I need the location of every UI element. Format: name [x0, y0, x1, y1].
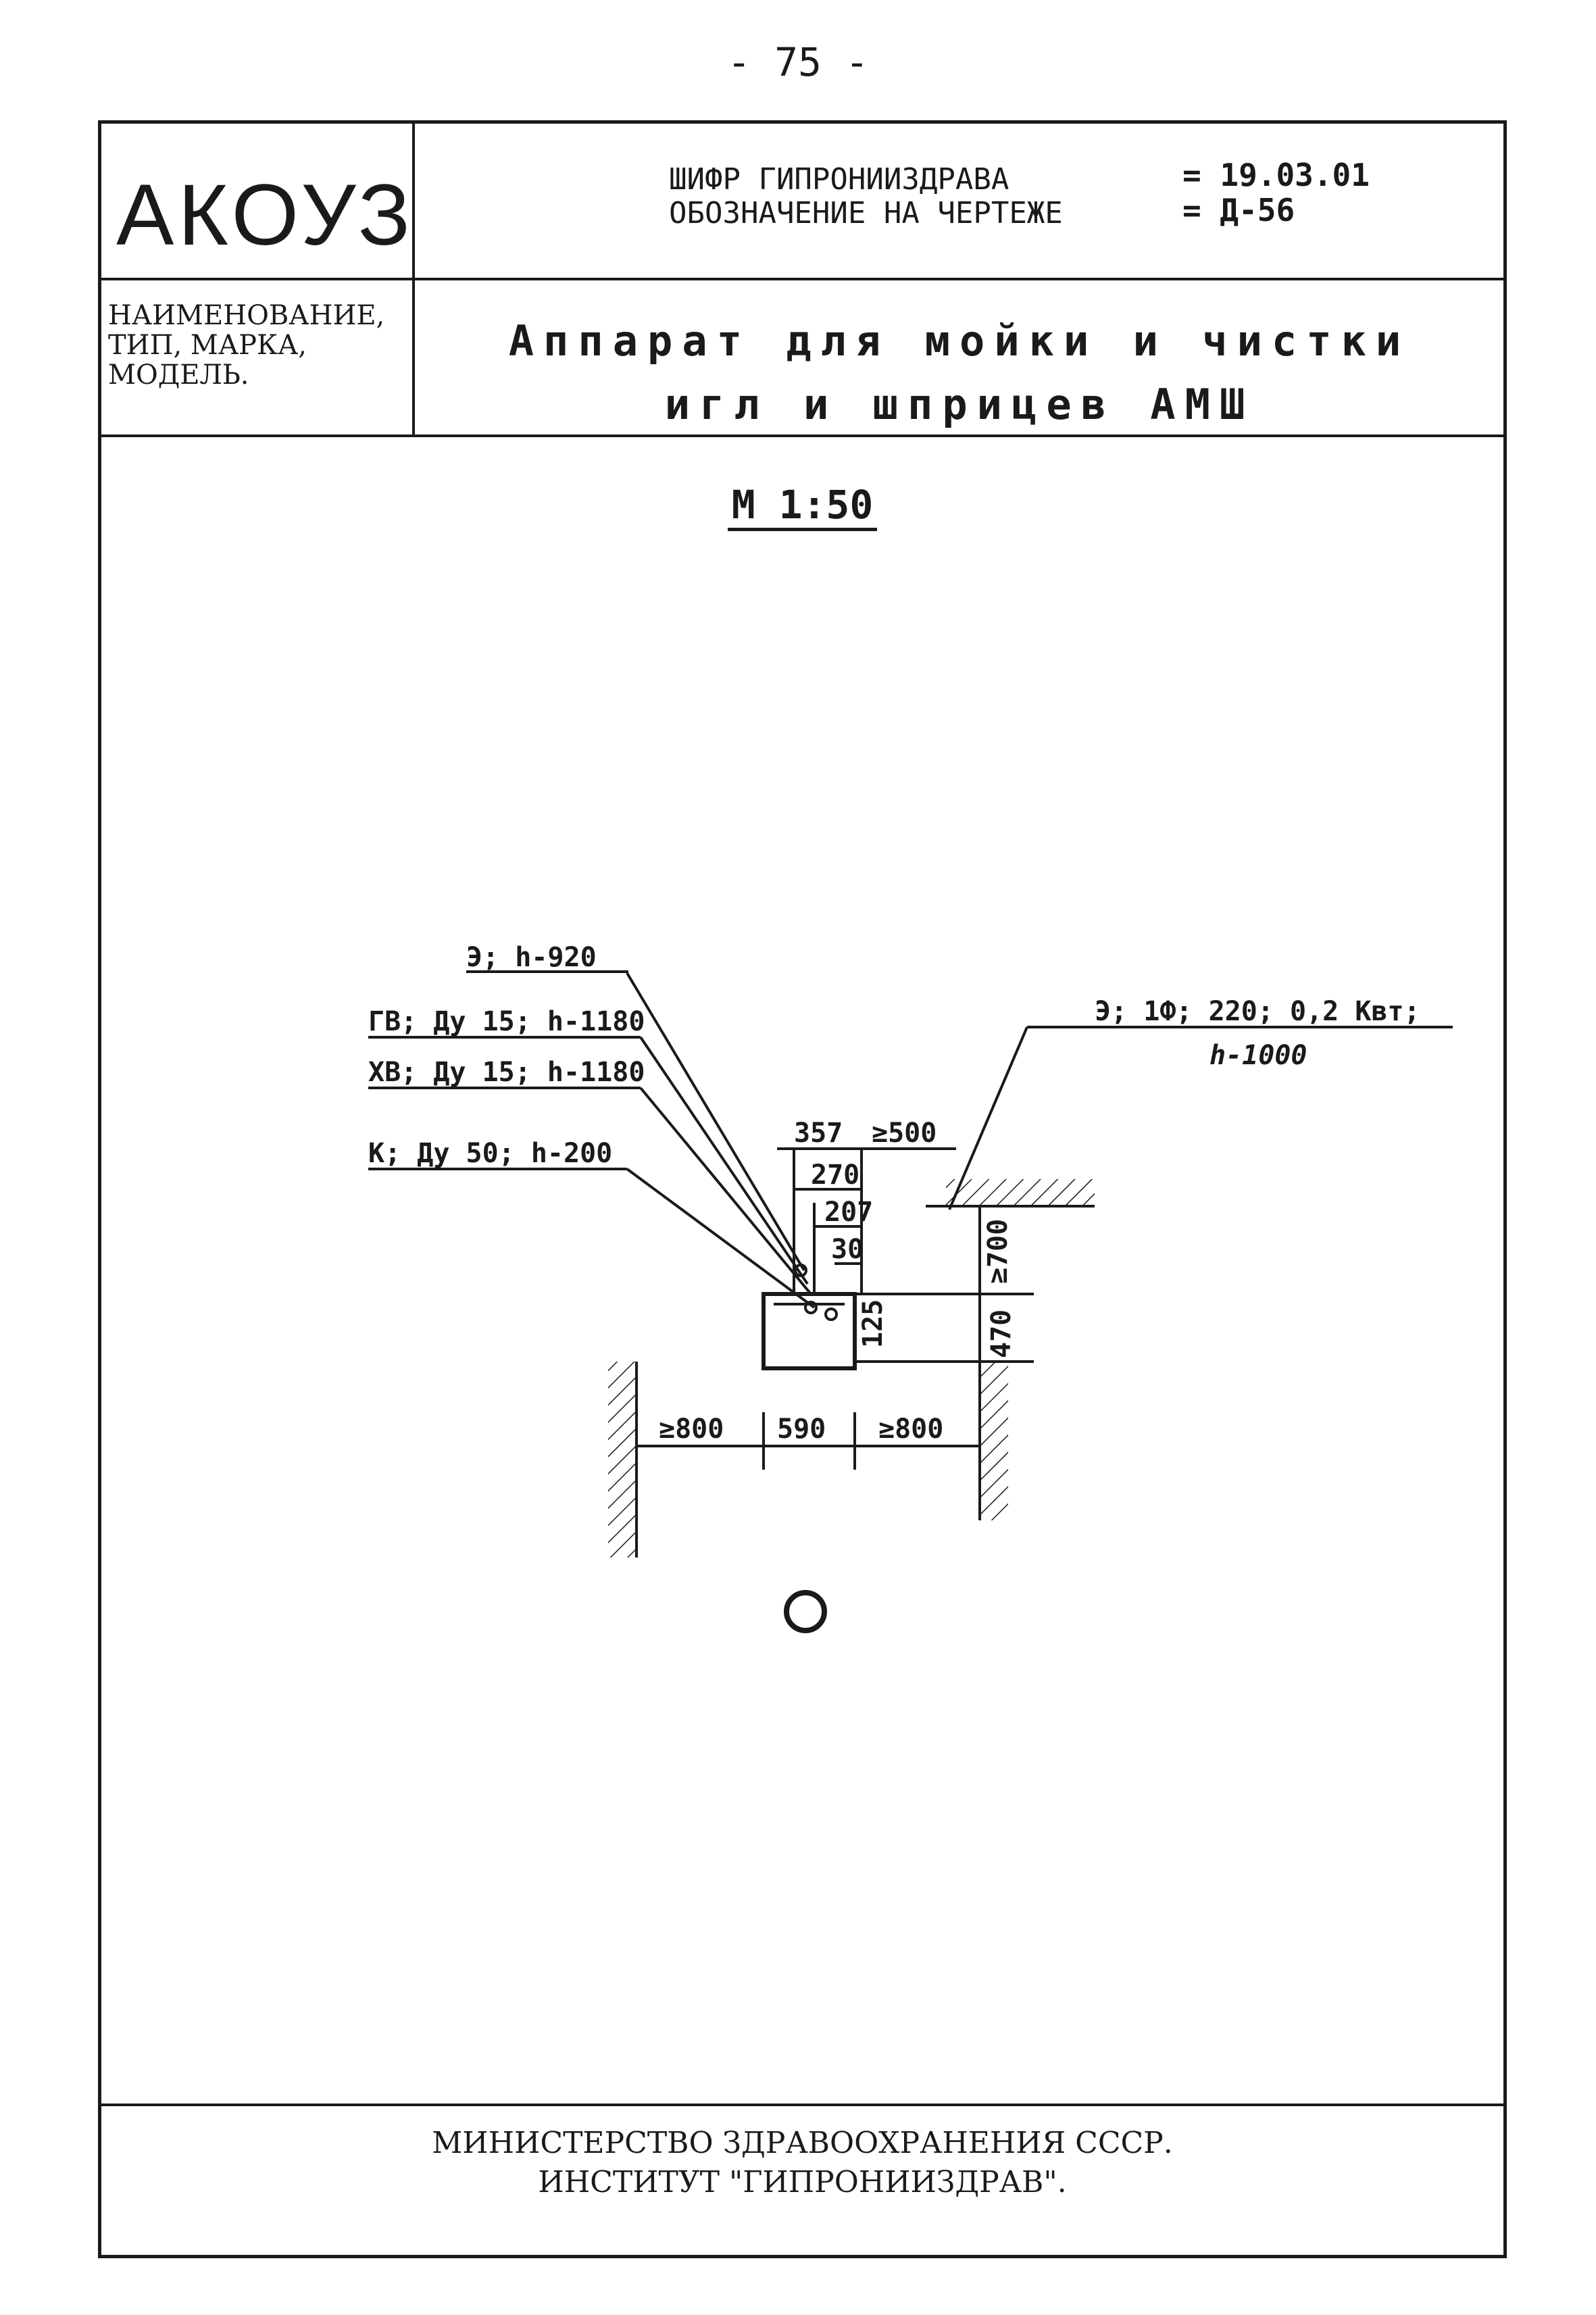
header-column-divider — [412, 124, 415, 434]
footer-divider — [101, 2104, 1503, 2106]
dim-label-125: 125 — [857, 1299, 889, 1348]
leader-hot-water — [639, 1036, 809, 1285]
scale-text: М 1:50 — [727, 482, 878, 531]
cipher-value-2: = Д-56 — [1182, 192, 1295, 228]
cipher-label-2: ОБОЗНАЧЕНИЕ НА ЧЕРТЕЖЕ — [669, 196, 1063, 230]
name-label-line-1: НАИМЕНОВАНИЕ, — [108, 300, 385, 331]
leader-cold-water — [639, 1087, 812, 1295]
dim-label-30: 30 — [831, 1234, 864, 1265]
equipment-title-line-1: Аппарат для мойки и чистки — [508, 316, 1411, 366]
drawing-scale: М 1:50 — [101, 482, 1503, 531]
note-power-1: Э; 1Ф; 220; 0,2 Квт; — [1095, 996, 1420, 1027]
note-sewer: К; Ду 50; h-200 — [368, 1138, 612, 1169]
back-wall-hatch — [946, 1179, 1095, 1206]
page-number: - 75 - — [727, 39, 869, 85]
leader-electric — [626, 972, 805, 1272]
header-divider — [101, 278, 1503, 280]
connection-point-3 — [824, 1308, 838, 1321]
drawing-sheet-frame: АКОУЗ ШИФР ГИПРОНИИЗДРАВА ОБОЗНАЧЕНИЕ НА… — [98, 120, 1507, 2258]
note-power-2: h-1000 — [1210, 1040, 1307, 1071]
left-wall-hatch — [608, 1362, 637, 1558]
dim-label-357: 357 — [794, 1118, 843, 1149]
brand-code: АКОУЗ — [116, 167, 415, 264]
dim-label-590: 590 — [777, 1414, 826, 1445]
equipment-title: Аппарат для мойки и чистки игл и шприцев… — [412, 309, 1507, 437]
dim-label-470: 470 — [986, 1310, 1017, 1358]
note-hot-water: ГВ; Ду 15; h-1180 — [368, 1006, 645, 1037]
leader-sewer — [626, 1168, 816, 1309]
footer-organization: МИНИСТЕРСТВО ЗДРАВООХРАНЕНИЯ СССР. ИНСТИ… — [101, 2124, 1503, 2202]
cipher-value-1: = 19.03.01 — [1182, 157, 1370, 193]
footer-line-2: ИНСТИТУТ "ГИПРОНИИЗДРАВ". — [538, 2165, 1067, 2199]
dim-label-207: 207 — [824, 1197, 873, 1228]
cipher-labels: ШИФР ГИПРОНИИЗДРАВА ОБОЗНАЧЕНИЕ НА ЧЕРТЕ… — [669, 163, 1063, 230]
title-divider — [101, 434, 1503, 437]
dim-label-800-right: ≥800 — [878, 1414, 943, 1445]
footer-line-1: МИНИСТЕРСТВО ЗДРАВООХРАНЕНИЯ СССР. — [432, 2126, 1173, 2160]
cipher-values: = 19.03.01 = Д-56 — [1182, 157, 1370, 228]
equipment-title-line-2: игл и шприцев АМШ — [664, 380, 1255, 429]
dim-label-500: ≥500 — [872, 1118, 937, 1149]
name-field-label: НАИМЕНОВАНИЕ, ТИП, МАРКА, МОДЕЛЬ. — [108, 301, 384, 390]
reference-circle — [784, 1590, 827, 1633]
cipher-label-1: ШИФР ГИПРОНИИЗДРАВА — [669, 162, 1009, 197]
name-label-line-2: ТИП, МАРКА, — [108, 330, 307, 361]
right-wall-hatch — [980, 1362, 1008, 1520]
dim-label-270: 270 — [811, 1160, 859, 1191]
note-cold-water: ХВ; Ду 15; h-1180 — [368, 1057, 645, 1088]
dim-label-700: ≥700 — [982, 1219, 1014, 1284]
connection-point-2 — [804, 1301, 818, 1314]
note-electric: Э; h-920 — [466, 942, 597, 973]
dim-label-800-left: ≥800 — [659, 1414, 724, 1445]
leader-power — [948, 1026, 1028, 1210]
name-label-line-3: МОДЕЛЬ. — [108, 359, 249, 391]
